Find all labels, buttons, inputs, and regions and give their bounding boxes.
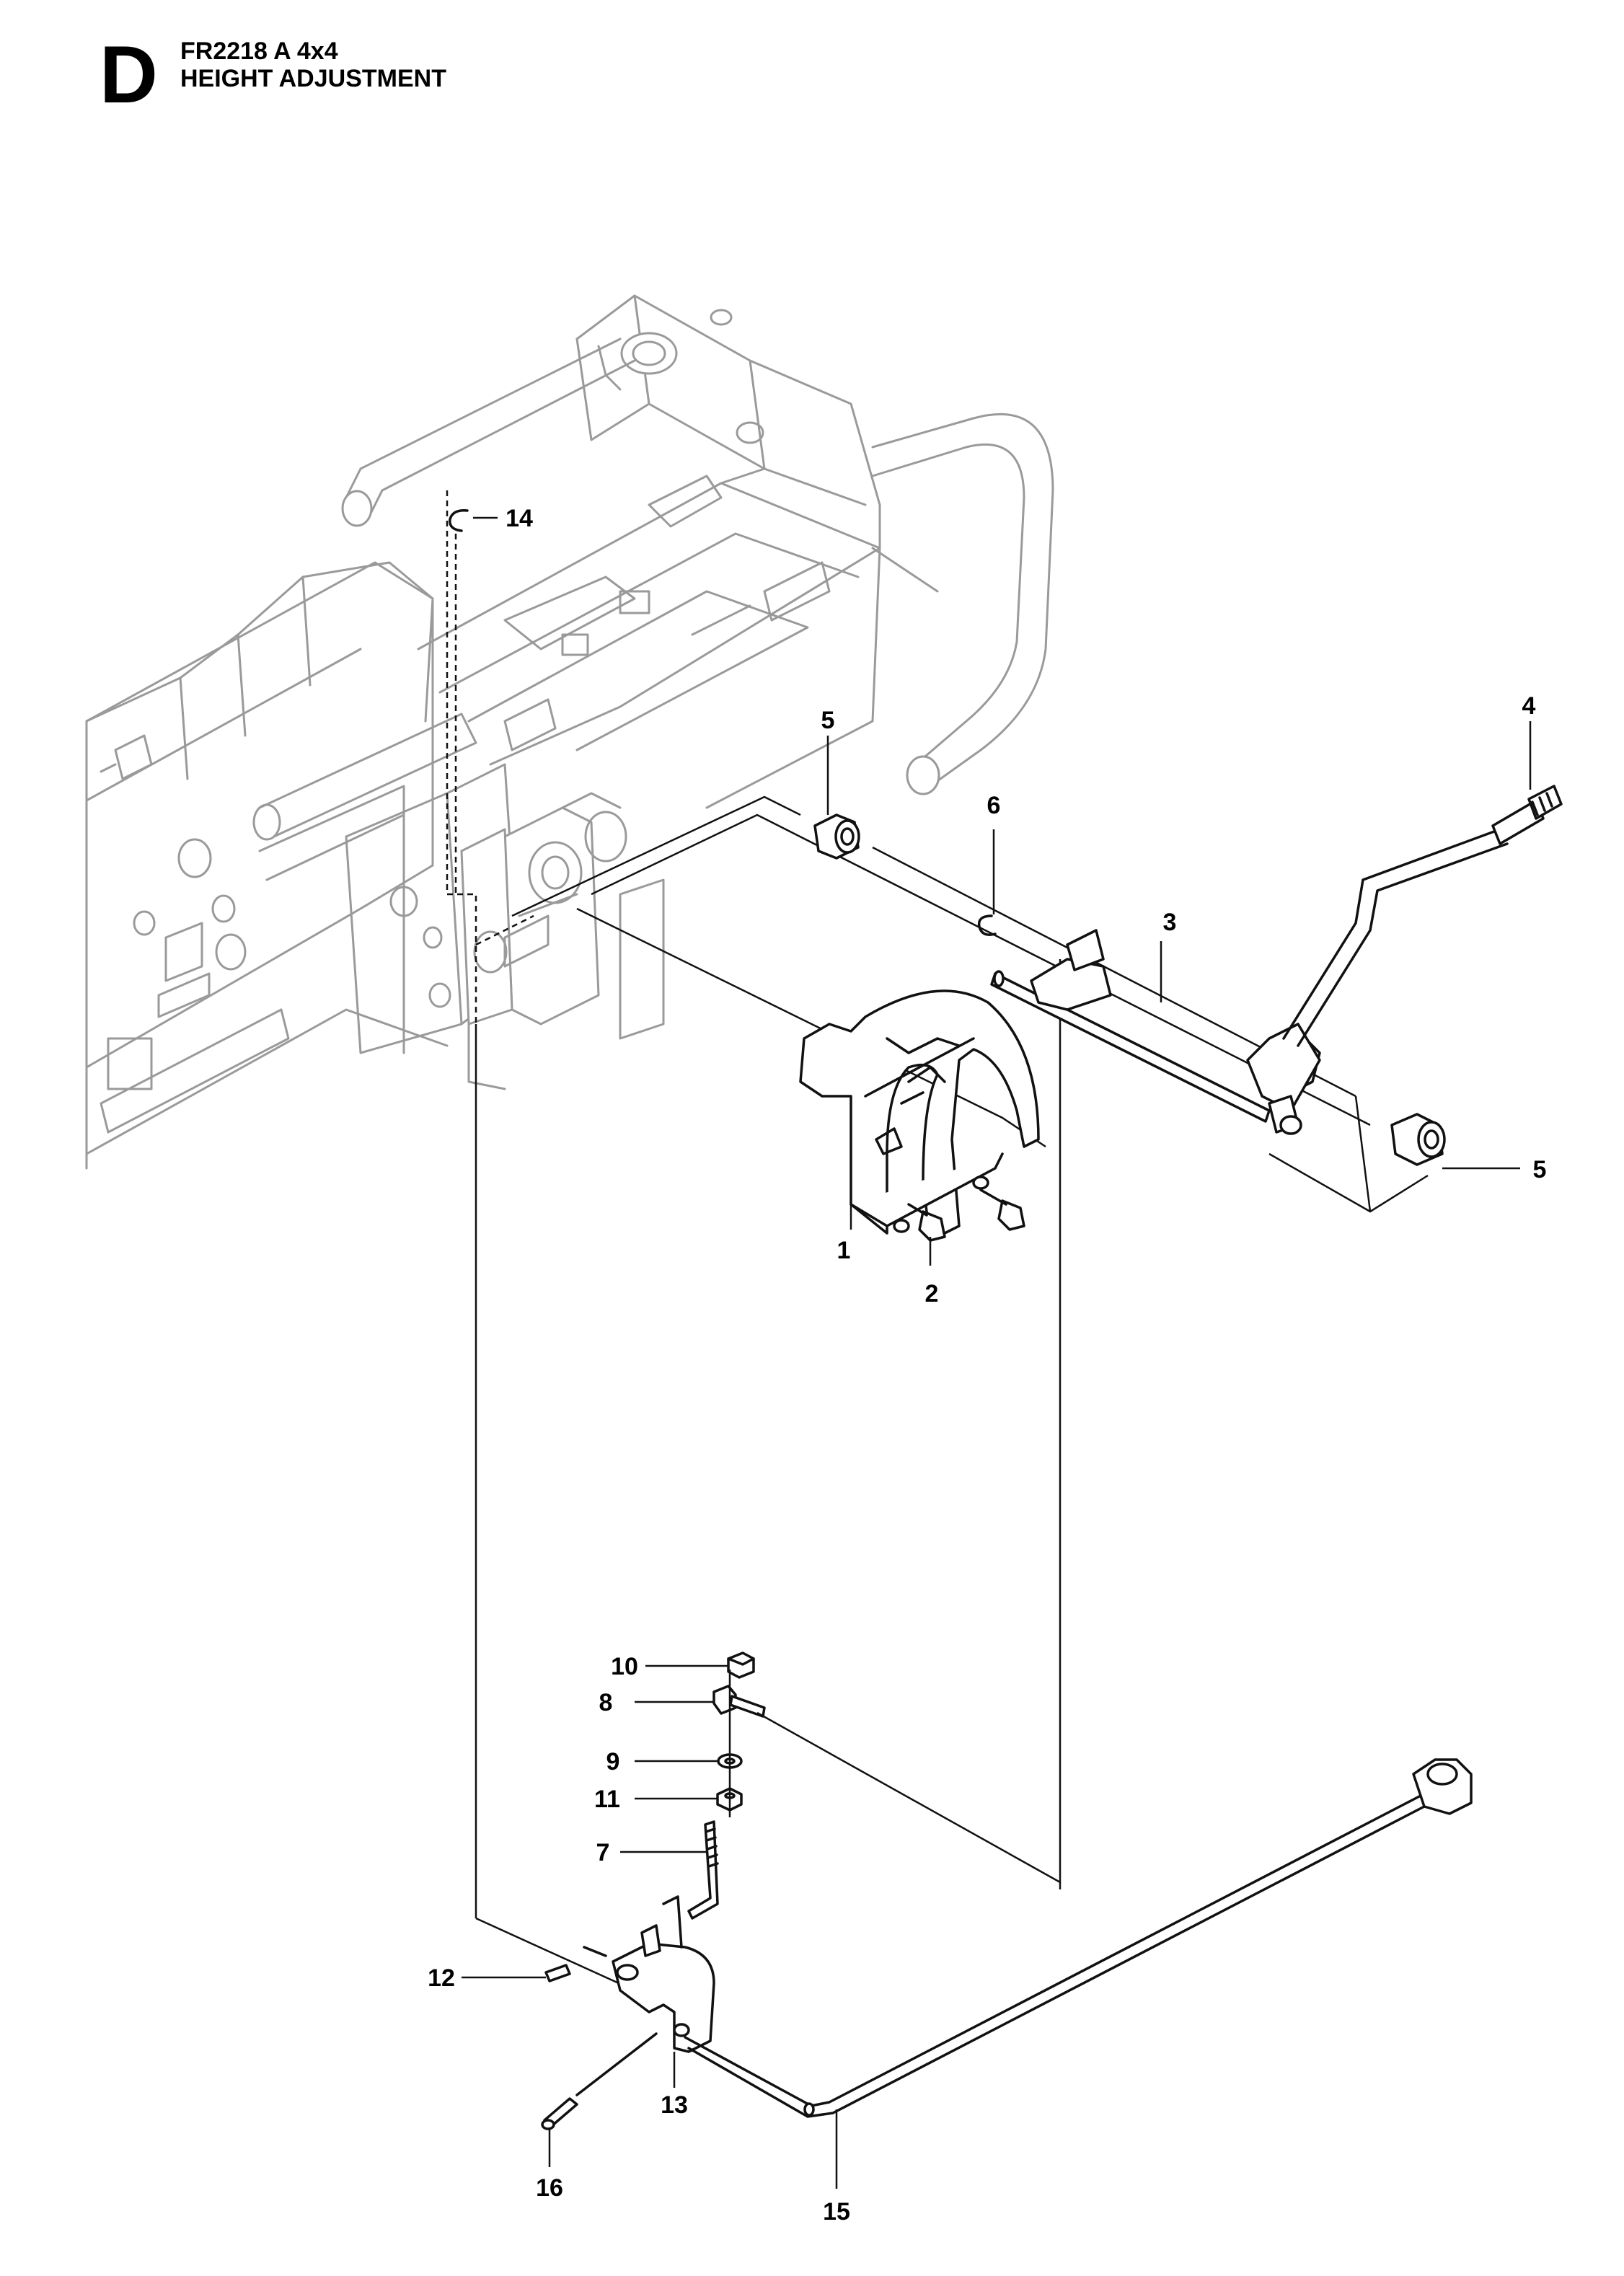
lower-guide-lines	[728, 1669, 1061, 1884]
part-4-lever-knob	[1491, 785, 1563, 845]
callout-11: 11	[594, 1786, 620, 1813]
part-1-height-plate	[799, 989, 1040, 1242]
title-block: FR2218 A 4x4 HEIGHT ADJUSTMENT	[180, 38, 446, 92]
callout-8: 8	[599, 1689, 613, 1716]
callout-5-lower: 5	[1533, 1156, 1547, 1183]
callout-14: 14	[506, 505, 533, 532]
part-14-retaining-clip	[449, 509, 469, 894]
callout-2: 2	[925, 1280, 939, 1307]
callout-10: 10	[611, 1653, 638, 1680]
leader-lines	[462, 516, 1532, 2189]
callout-7: 7	[596, 1839, 610, 1866]
callout-9: 9	[606, 1748, 620, 1776]
part-15-link-rod	[684, 1758, 1473, 2118]
section-letter: D	[100, 30, 158, 120]
callout-12: 12	[428, 1964, 455, 1992]
part-6-retaining-clip	[977, 914, 997, 936]
callout-3: 3	[1163, 909, 1177, 936]
callout-15: 15	[823, 2198, 850, 2226]
part-10-nut	[727, 1651, 755, 1679]
part-3-lift-lever	[1246, 828, 1509, 1135]
callout-labels: 1 2 3 4 5 5 6 7 8 9 10 11 12 13 14 15 16	[428, 505, 1546, 2226]
part-5-bushing-upper	[813, 813, 860, 860]
callout-1: 1	[837, 1237, 851, 1264]
callout-16: 16	[536, 2174, 563, 2202]
part-12-pin	[544, 1946, 607, 1982]
callout-5-upper: 5	[821, 707, 835, 734]
part-3-lift-shaft	[990, 929, 1271, 1123]
part-2-bolts	[907, 1188, 1025, 1242]
ghosted-frame	[85, 294, 1054, 1170]
diagram-subtitle: HEIGHT ADJUSTMENT	[180, 65, 446, 92]
callout-13: 13	[661, 2091, 688, 2119]
part-13-arm	[612, 1895, 715, 2053]
callout-6: 6	[987, 792, 1001, 819]
part-16-pin	[541, 2032, 658, 2130]
part-8-bolt	[712, 1685, 766, 1718]
part-7-threaded-rod	[687, 1820, 719, 1920]
callout-4: 4	[1522, 692, 1536, 720]
model-name: FR2218 A 4x4	[180, 38, 338, 65]
part-5-bushing-lower	[1390, 1113, 1446, 1166]
assembly-guide-lines	[446, 490, 1429, 1992]
